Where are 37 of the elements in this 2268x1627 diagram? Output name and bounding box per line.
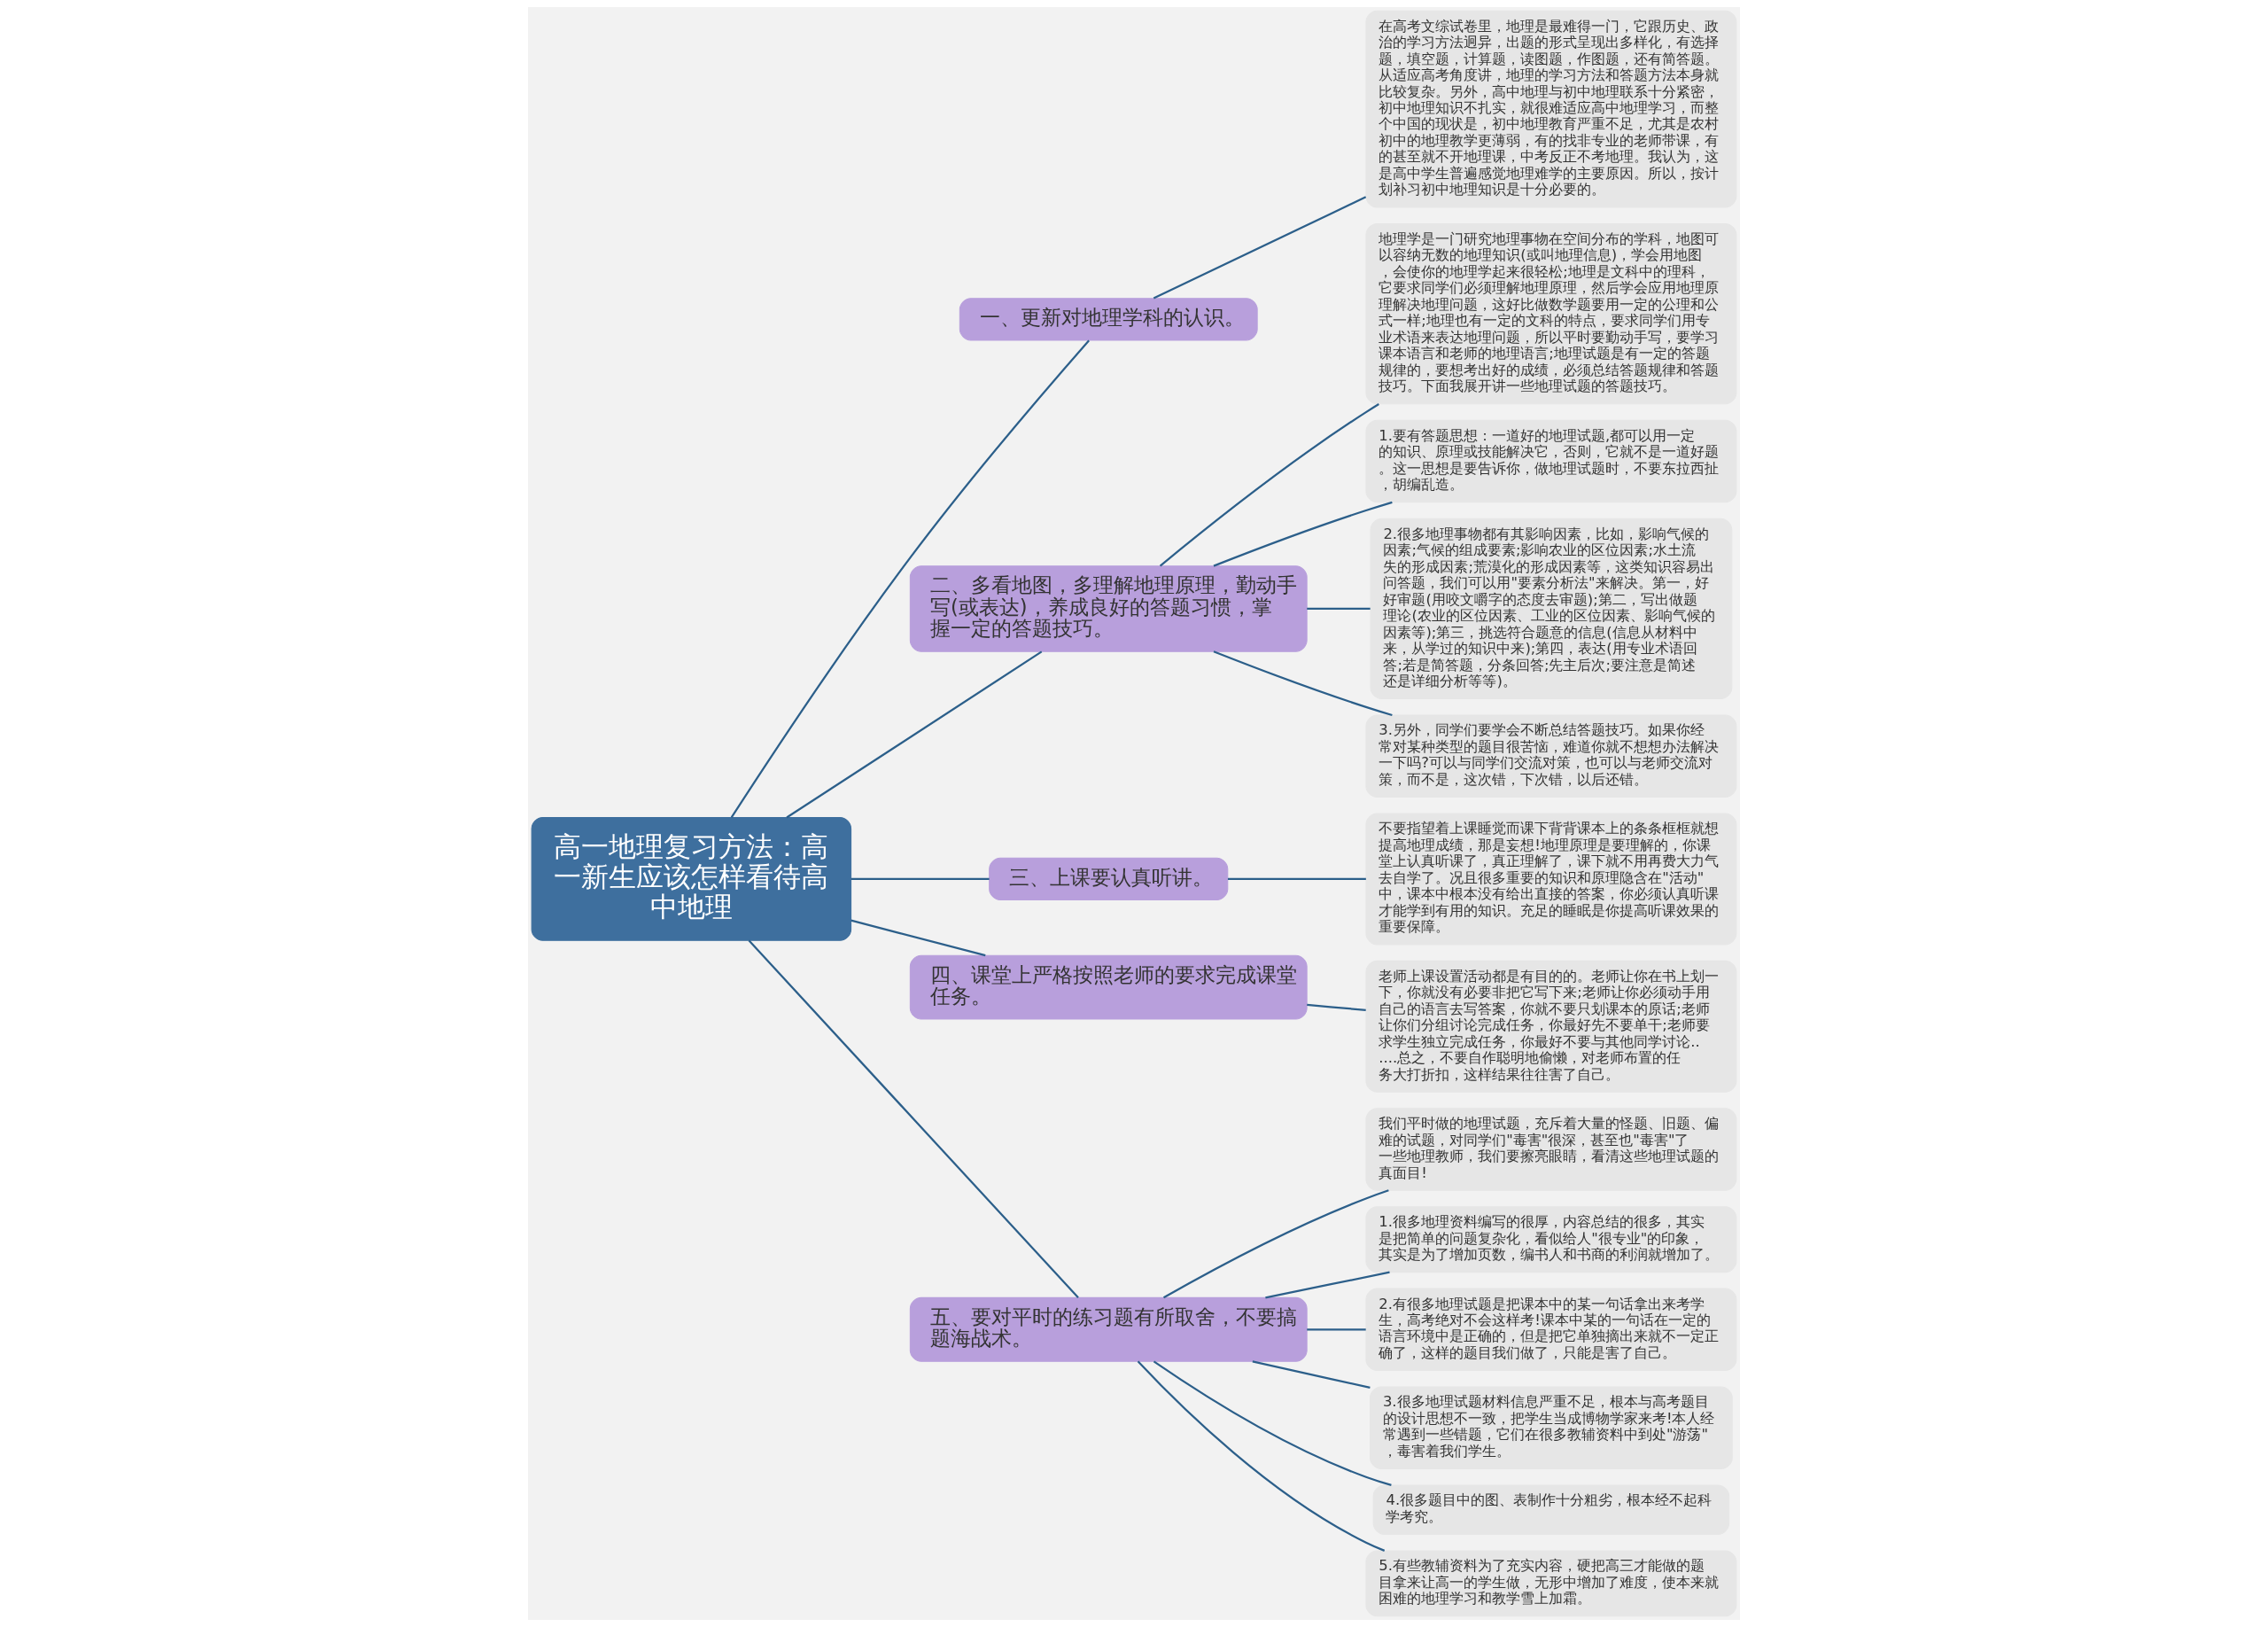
connector (1265, 1271, 1390, 1299)
connector (1213, 501, 1393, 567)
node-box: 5.有些教辅资料为了充实内容，硬把高三才能做的题目拿来让高一的学生做，无形中增加了难度，使本来就困难的地理学习和教学雪上加霜。 (1365, 1550, 1737, 1617)
node-box: 我们平时做的地理试题，充斥着大量的怪题、旧题、偏难的试题，对同学们"毒害"很深，甚至也"毒害"了一些地理教师，我们要擦亮眼睛，看清这些地理试题的真面目! (1365, 1108, 1737, 1191)
connector (786, 650, 1043, 819)
connector (1159, 403, 1379, 567)
node-box: 2.有很多地理试题是把课本中的某一句话拿出来考学生，高考绝对不会这样考!课本中某的一句话在一定的语言环境中是正确的，但是把它单独摘出来就不一定正确了，这样的题目我们做了，只能是害了自己。 (1365, 1288, 1737, 1372)
connector (1307, 1328, 1366, 1331)
connector (850, 919, 986, 957)
connector (1137, 1360, 1386, 1552)
node-box: 3.另外，同学们要学会不断总结答题技巧。如果你经常对某种类型的题目很苦恼，难道你就不想想办法解决一下吗?可以与同学们交流对策，也可以与老师交流对策，而不是，这次错，下次错，以后还错。 (1365, 714, 1737, 798)
node-box: 二、多看地图，多理解地理原理，勤动手写(或表达)，养成良好的答题习惯，掌握一定的答题技巧。 (909, 565, 1308, 652)
connector (730, 339, 1090, 819)
node-box: 一、更新对地理学科的认识。 (959, 298, 1258, 341)
connector (1307, 607, 1371, 611)
node-box: 三、上课要认真听讲。 (989, 857, 1229, 901)
node-box: 地理学是一门研究地理事物在空间分布的学科，地图可以容纳无数的地理知识(或叫地理信息)，学会用地图，会使你的地理学起来很轻松;地理是文科中的理科，它要求同学们必须理解地理原理，然后学会应用地理原理解决地理问题，这好比做数学题要用一定的公理和公式一样;地理也有一定的文科的特点，要求同学们用专业术语来表达地理问题，所以平时要勤动手写，要学习课本语言和老师的地理语言;地理试题是有一定的答题规律的，要想考出好的成绩，必须总结答题规律和答题技巧。下面我展开讲一些地理试题的答题技巧。 (1365, 222, 1737, 405)
connector (1153, 1360, 1392, 1486)
node-box: 四、课堂上严格按照老师的要求完成课堂任务。 (909, 954, 1308, 1020)
node-box: 1.很多地理资料编写的很厚，内容总结的很多，其实是把简单的问题复杂化，看似给人"很专业"的印象，其实是为了增加页数，编书人和书商的利润就增加了。 (1365, 1206, 1737, 1273)
connector (1252, 1360, 1371, 1389)
node-box: 4.很多题目中的图、表制作十分粗劣，根本经不起科学考究。 (1372, 1484, 1730, 1535)
connector (1213, 650, 1393, 717)
connector (850, 877, 990, 881)
node-box: 3.很多地理试题材料信息严重不足，根本与高考题目的设计思想不一致，把学生当成博物学家来考!本人经常遇到一些错题，它们在很多教辅资料中到处"游荡"，毒害着我们学生。 (1370, 1386, 1733, 1469)
connector (748, 939, 1079, 1299)
node-box: 2.很多地理事物都有其影响因素，比如，影响气候的因素;气候的组成要素;影响农业的区位因素;水土流失的形成因素;荒漠化的形成因素等，这类知识容易出问答题，我们可以用"要素分析法"来解决。第一，好好审题(用咬文嚼字的态度去审题);第二，写出做题理论(农业的区位因素、工业的区位因素、影响气候的因素等);第三，挑选符合题意的信息(信息从材料中来，从学过的知识中来);第四，表达(用专业术语回答;若是简答题，分条回答;先主后次;要注意是简述还是详细分析等等)。 (1370, 518, 1733, 700)
connector (1162, 1189, 1389, 1299)
node-box: 老师上课设置活动都是有目的的。老师让你在书上划一下，你就没有必要非把它写下来;老师让你必须动手用自己的语言去写答案，你就不要只划课本的原话;老师让你们分组讨论完成任务，你最好先不要单干;老师要求学生独立完成任务，你最好不要与其他同学讨论......总之，不要自作聪明地偷懒，对老师布置的任务大打折扣，这样结果往往害了自己。 (1365, 960, 1737, 1093)
connector (1227, 877, 1366, 881)
node-box: 不要指望着上课睡觉而课下背背课本上的条条框框就想提高地理成绩，那是妄想!地理原理是要理解的，你课堂上认真听课了，真正理解了，课下就不用再费大力气去自学了。况且很多重要的知识和原理隐含在"活动"中，课本中根本没有给出直接的答案，你必须认真听课才能学到有用的知识。充足的睡眠是你提高听课效果的重要保障。 (1365, 813, 1737, 946)
node-box: 1.要有答题思想：一道好的地理试题,都可以用一定的知识、原理或技能解决它，否则，它就不是一道好题。这一思想是要告诉你，做地理试题时，不要东拉西扯，胡编乱造。 (1365, 419, 1737, 503)
node-box: 高一地理复习方法：高一新生应该怎样看待高中地理 (531, 817, 852, 941)
connector (1307, 1003, 1366, 1011)
node-box: 在高考文综试卷里，地理是最难得一门，它跟历史、政治的学习方法迥异，出题的形式呈现出多样化，有选择题，填空题，计算题，读图题，作图题，还有简答题。从适应高考角度讲，地理的学习方法和答题方法本身就比较复杂。另外，高中地理与初中地理联系十分紧密，初中地理知识不扎实，就很难适应高中地理学习，而整个中国的现状是，初中地理教育严重不足，尤其是农村初中的地理教学更薄弱，有的找非专业的老师带课，有的甚至就不开地理课，中考反正不考地理。我认为，这是高中学生普遍感觉地理难学的主要原因。所以，按计划补习初中地理知识是十分必要的。 (1365, 10, 1737, 208)
connector (1153, 196, 1367, 300)
node-box: 五、要对平时的练习题有所取舍，不要搞题海战术。 (909, 1296, 1308, 1362)
